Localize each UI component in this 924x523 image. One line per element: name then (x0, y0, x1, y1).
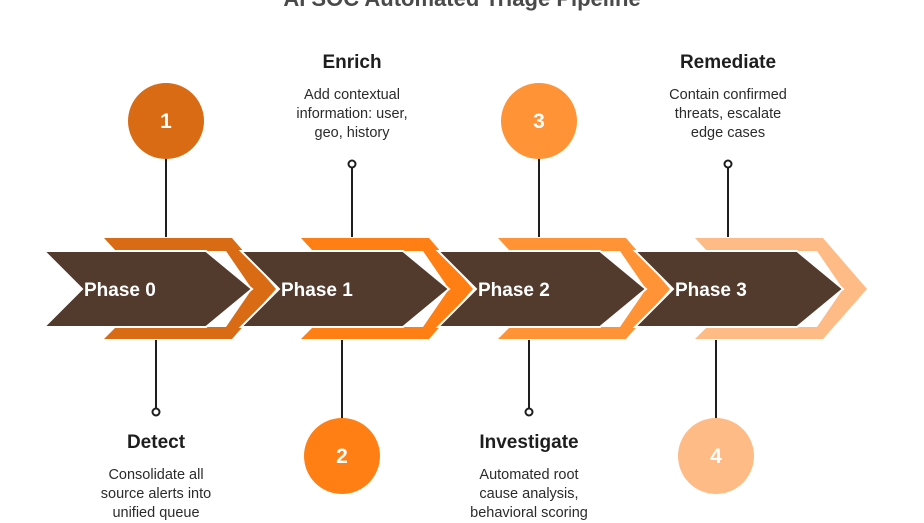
step-description: Automated root cause analysis, behaviora… (470, 467, 588, 521)
step-number: 1 (160, 110, 172, 133)
phase-accent-chevron (104, 238, 276, 339)
step-number: 3 (533, 110, 545, 133)
phase-accent-chevron (301, 238, 473, 339)
phase-label: Phase 2 (478, 280, 550, 301)
connector-dot (524, 407, 534, 417)
phase-label: Phase 0 (84, 280, 156, 301)
connectors (151, 158, 733, 418)
step-number-circles: 1 2 3 4 (128, 83, 754, 494)
step-number: 2 (336, 445, 348, 468)
phase-label: Phase 1 (281, 280, 353, 301)
phase-chevrons: Phase 0 Phase 1 Phase 2 Phase 3 (41, 250, 845, 328)
connector-dot (347, 159, 357, 169)
step-enrich: Enrich Add contextual information: user,… (262, 52, 442, 143)
accent-chevrons (104, 238, 867, 339)
step-number: 4 (710, 445, 722, 468)
step-detect: Detect Consolidate all source alerts int… (66, 432, 246, 523)
step-number-circle (678, 418, 754, 494)
step-number-circle (128, 83, 204, 159)
step-heading: Remediate (679, 52, 777, 73)
connector-dot (723, 159, 733, 169)
phase-chevron (632, 250, 845, 328)
step-heading: Enrich (322, 52, 382, 73)
step-number-circle (501, 83, 577, 159)
diagram-title: AI SOC Automated Triage Pipeline (0, 0, 924, 12)
phase-accent-chevron (695, 238, 867, 339)
step-number-circle (304, 418, 380, 494)
phase-accent-chevron (498, 238, 670, 339)
step-description: Add contextual information: user, geo, h… (296, 87, 408, 141)
step-heading: Detect (126, 432, 186, 453)
step-heading: Investigate (479, 432, 579, 453)
phase-chevron (41, 250, 254, 328)
phase-chevron (435, 250, 648, 328)
step-description: Consolidate all source alerts into unifi… (100, 467, 212, 521)
phase-chevron (238, 250, 451, 328)
step-remediate: Remediate Contain confirmed threats, esc… (638, 52, 818, 143)
step-description: Contain confirmed threats, escalate edge… (669, 87, 787, 141)
step-investigate: Investigate Automated root cause analysi… (439, 432, 619, 523)
phase-label: Phase 3 (675, 280, 747, 301)
connector-dot (151, 407, 161, 417)
